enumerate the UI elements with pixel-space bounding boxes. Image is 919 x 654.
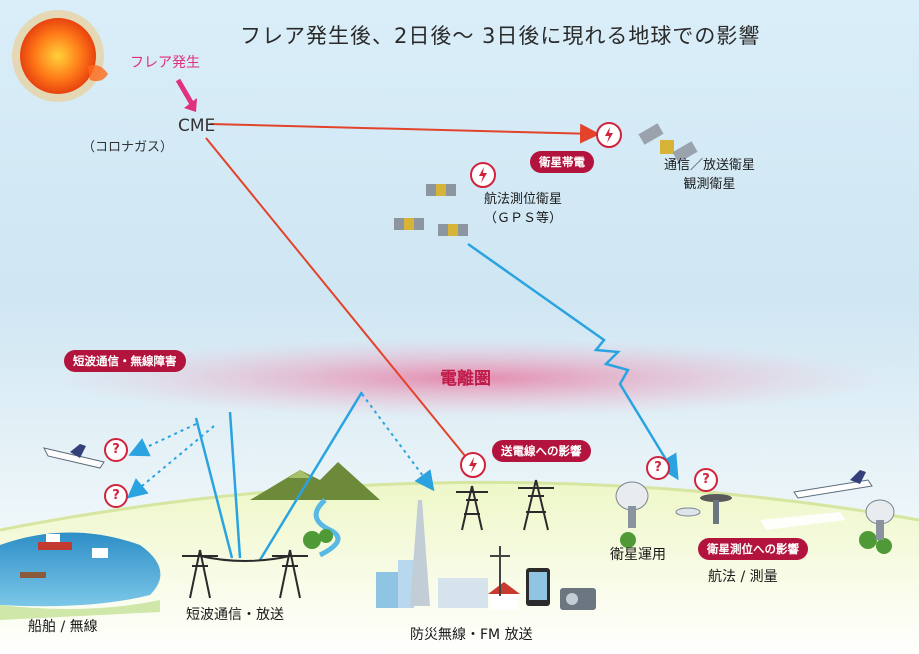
question-mark-icon: ?: [104, 484, 128, 508]
sun-icon: [12, 10, 108, 102]
cme-label: CME: [178, 116, 216, 136]
lightning-warning-icon: [596, 122, 622, 148]
nav-satellite-label-line2: （ＧＰＳ等）: [484, 211, 563, 226]
flare-label: フレア発生: [130, 55, 200, 71]
smartphone-icon: [526, 568, 550, 606]
shortwave-lines: [194, 391, 364, 561]
comm-satellite-label-line1: 通信／放送衛星: [664, 158, 756, 173]
question-mark-icon: ?: [104, 438, 128, 462]
question-mark-icon: ?: [646, 456, 670, 480]
nav-satellite-icons: [394, 184, 468, 236]
cme-to-comm-satellite-line: [209, 123, 600, 144]
mountain-icon: [250, 462, 380, 500]
ground-label-shortwave: 短波通信・放送: [186, 607, 284, 623]
badge-shortwave-disruption: 短波通信・無線障害: [64, 350, 186, 372]
nav-satellite-label-line1: 航法測位衛星: [484, 192, 563, 207]
question-mark-icon: ?: [694, 468, 718, 492]
radio-mast-icon: [490, 546, 510, 596]
cme-sub-label: （コロナガス）: [82, 140, 174, 155]
satellite-dish-icons: [615, 481, 895, 540]
river: [313, 498, 341, 558]
ground-label-navigation: 航法 / 測量: [708, 569, 778, 585]
ionosphere-band: [50, 338, 890, 418]
flare-arrow: [175, 78, 195, 106]
diagram-title: フレア発生後、2日後〜 3日後に現れる地球での影響: [240, 24, 761, 48]
earth-ground: [0, 482, 919, 654]
transmission-towers: [182, 479, 554, 599]
nav-satellite-label: 航法測位衛星 （ＧＰＳ等）: [484, 188, 562, 226]
ship-icon: [20, 534, 108, 578]
runway: [760, 512, 846, 530]
city-buildings: [376, 500, 520, 610]
comm-satellite-icon: [638, 123, 698, 163]
badge-satellite-charging: 衛星帯電: [530, 151, 594, 173]
airplane-icon-left: [43, 444, 105, 469]
lightning-warning-icon: [460, 452, 486, 478]
comm-satellite-label: 通信／放送衛星 観測衛星: [664, 154, 755, 192]
airplane-icon-right: [793, 470, 873, 499]
sea: [0, 532, 161, 607]
gps-signal-line: [467, 242, 679, 481]
ground-label-satellite-ops: 衛星運用: [610, 547, 666, 563]
lightning-warning-icon: [470, 162, 496, 188]
shortwave-dotted-lines: [126, 393, 435, 499]
gps-station-icon: [700, 494, 732, 524]
cme-to-powerline-line: [205, 137, 471, 463]
ground-label-disaster-radio: 防災無線・FM 放送: [410, 627, 533, 643]
comm-satellite-label-line2: 観測衛星: [683, 177, 736, 192]
ionosphere-label: 電離圏: [440, 369, 491, 389]
tree-icons: [303, 529, 892, 554]
badge-positioning-impact: 衛星測位への影響: [698, 538, 808, 560]
ground-label-ship: 船舶 / 無線: [28, 619, 98, 635]
badge-powerline-impact: 送電線への影響: [492, 440, 591, 462]
radio-icon: [560, 588, 596, 610]
